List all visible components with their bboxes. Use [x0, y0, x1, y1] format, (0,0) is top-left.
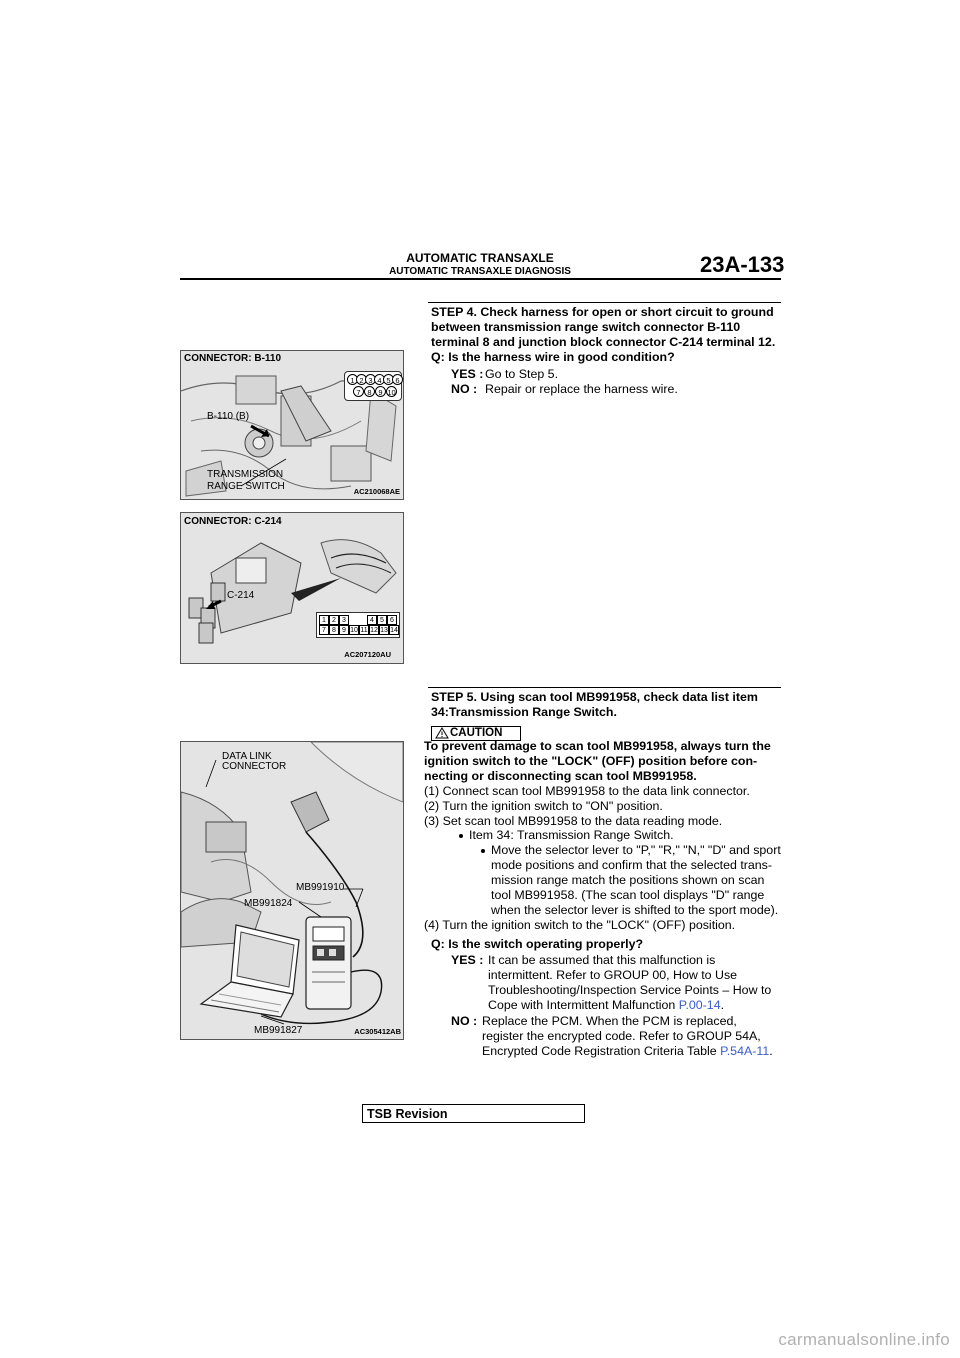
step5-question: Q: Is the switch operating properly?: [431, 937, 644, 951]
pin: 10: [386, 386, 397, 397]
engine-bay-illustration: [181, 375, 403, 497]
figure3-dlc-label-1: DATA LINK: [222, 751, 272, 762]
step5-heading-line-2: 34:Transmission Range Switch.: [431, 705, 617, 719]
step5-no-line-2: register the encrypted code. Refer to GR…: [482, 1029, 761, 1043]
caution-box: CAUTION: [431, 726, 521, 741]
yes-line-4-text: Cope with Intermittent Malfunction: [488, 998, 679, 1012]
step4-no-label: NO :: [451, 382, 478, 396]
step5-no-label: NO :: [451, 1014, 478, 1028]
bullet-item-34: Item 34: Transmission Range Switch.: [469, 828, 674, 842]
step4-heading-line-2: between transmission range switch connec…: [431, 320, 741, 334]
pin: 3: [339, 615, 349, 625]
selector-instruction-line-2: mode positions and confirm that the sele…: [491, 858, 773, 872]
step4-yes-label: YES :: [451, 367, 484, 381]
pin: 8: [329, 625, 339, 635]
link-p54a-11[interactable]: P.54A-11: [720, 1044, 770, 1058]
figure3-mb991910-label: MB991910: [296, 882, 345, 893]
pin: 12: [369, 625, 379, 635]
step4-yes-text: Go to Step 5.: [485, 367, 559, 381]
warning-triangle-icon: [435, 727, 449, 739]
figure2-id: AC207120AU: [344, 650, 391, 659]
pin: 9: [375, 386, 386, 397]
figure1-switch-label-1: TRANSMISSION: [207, 469, 284, 480]
link-suffix: .: [769, 1044, 773, 1058]
caution-line-3: necting or disconnecting scan tool MB991…: [424, 769, 697, 783]
watermark: carmanualsonline.info: [778, 1330, 950, 1349]
junction-block-illustration: [188, 539, 397, 644]
caution-line-1: To prevent damage to scan tool MB991958,…: [424, 739, 771, 753]
pin: 6: [392, 374, 403, 385]
pin: 5: [377, 615, 387, 625]
figure3-mb991824-label: MB991824: [244, 898, 293, 909]
figure3-mb991827-label: MB991827: [254, 1025, 303, 1036]
page-number: 23A-133: [700, 252, 785, 277]
step4-no-text: Repair or replace the harness wire.: [485, 382, 678, 396]
figure3-id: AC305412AB: [354, 1027, 401, 1036]
pin: 6: [387, 615, 397, 625]
figure3-dlc-label-2: CONNECTOR: [222, 761, 287, 772]
step5-rule: [428, 687, 781, 688]
bullet-icon: [481, 849, 485, 853]
pin: 11: [359, 625, 369, 635]
step4-heading-line-3: terminal 8 and junction block connector …: [431, 335, 776, 349]
figure1-id: AC210068AE: [353, 487, 400, 496]
link-suffix: .: [720, 998, 725, 1012]
caution-label: CAUTION: [450, 727, 503, 739]
step5-yes-label: YES :: [451, 953, 484, 967]
pin: 13: [379, 625, 389, 635]
figure2-connector-label: C-214: [227, 590, 255, 601]
step4-question: Q: Is the harness wire in good condition…: [431, 350, 675, 364]
step5-heading-line-1: STEP 5. Using scan tool MB991958, check …: [431, 690, 758, 704]
no-line-3-text: Encrypted Code Registration Criteria Tab…: [482, 1044, 721, 1058]
bullet-icon: [459, 834, 463, 838]
pin: 2: [329, 615, 339, 625]
figure1-connector-label: B-110 (B): [207, 411, 250, 422]
step5-no-line-3: Encrypted Code Registration Criteria Tab…: [482, 1044, 773, 1059]
figure-scan-tool-connection: DATA LINK CONNECTOR MB991910 MB991824 MB…: [180, 741, 404, 1040]
step4-rule: [428, 302, 781, 303]
step5-yes-line-3: Troubleshooting/Inspection Service Point…: [488, 983, 772, 997]
section-title: AUTOMATIC TRANSAXLE: [406, 251, 554, 265]
pin: 10: [349, 625, 359, 635]
procedure-step-4: (4) Turn the ignition switch to the "LOC…: [424, 918, 736, 932]
selector-instruction-line-1: Move the selector lever to "P," "R," "N,…: [491, 843, 781, 857]
procedure-step-1: (1) Connect scan tool MB991958 to the da…: [424, 784, 750, 798]
tsb-revision-box: TSB Revision: [362, 1104, 585, 1123]
header-rule: [180, 278, 781, 280]
c214-pinout: 1 2 3 4 5 6 7 8 9 10 11 12 13 14: [316, 612, 400, 638]
pin: 7: [319, 625, 329, 635]
figure1-switch-label-2: RANGE SWITCH: [207, 481, 285, 492]
figure-connector-b110: CONNECTOR: B-110 B-110 (B) TRANSMISSION …: [180, 350, 404, 500]
selector-instruction-line-5: when the selector lever is shifted to th…: [491, 903, 779, 917]
caution-line-2: ignition switch to the "LOCK" (OFF) posi…: [424, 754, 758, 768]
pin: 7: [353, 386, 364, 397]
tsb-revision-label: TSB Revision: [367, 1107, 448, 1121]
pin: 9: [339, 625, 349, 635]
link-p00-14[interactable]: P.00-14: [678, 998, 721, 1012]
procedure-step-3: (3) Set scan tool MB991958 to the data r…: [424, 814, 723, 828]
selector-instruction-line-4: tool MB991958. (The scan tool displays "…: [491, 888, 765, 902]
step5-yes-line-1: It can be assumed that this malfunction …: [488, 953, 716, 967]
figure-connector-c214: CONNECTOR: C-214 C-214 1 2 3 4 5 6 7 8 9…: [180, 512, 404, 664]
step4-heading-line-1: STEP 4. Check harness for open or short …: [431, 305, 774, 319]
pin: 4: [367, 615, 377, 625]
pin: 8: [364, 386, 375, 397]
step5-yes-line-4: Cope with Intermittent Malfunction P.00-…: [488, 998, 724, 1013]
procedure-step-2: (2) Turn the ignition switch to "ON" pos…: [424, 799, 663, 813]
section-subtitle: AUTOMATIC TRANSAXLE DIAGNOSIS: [389, 266, 571, 277]
figure1-caption: CONNECTOR: B-110: [184, 353, 282, 364]
selector-instruction-line-3: mission range match the positions shown …: [491, 873, 765, 887]
b110-pinout: 1 2 3 4 5 6 7 8 9 10: [344, 371, 403, 401]
pin: 14: [389, 625, 399, 635]
scan-tool-illustration: [181, 742, 403, 1025]
step5-yes-line-2: intermittent. Refer to GROUP 00, How to …: [488, 968, 738, 982]
pin: 1: [319, 615, 329, 625]
figure2-caption: CONNECTOR: C-214: [184, 516, 282, 527]
step5-no-line-1: Replace the PCM. When the PCM is replace…: [482, 1014, 737, 1028]
